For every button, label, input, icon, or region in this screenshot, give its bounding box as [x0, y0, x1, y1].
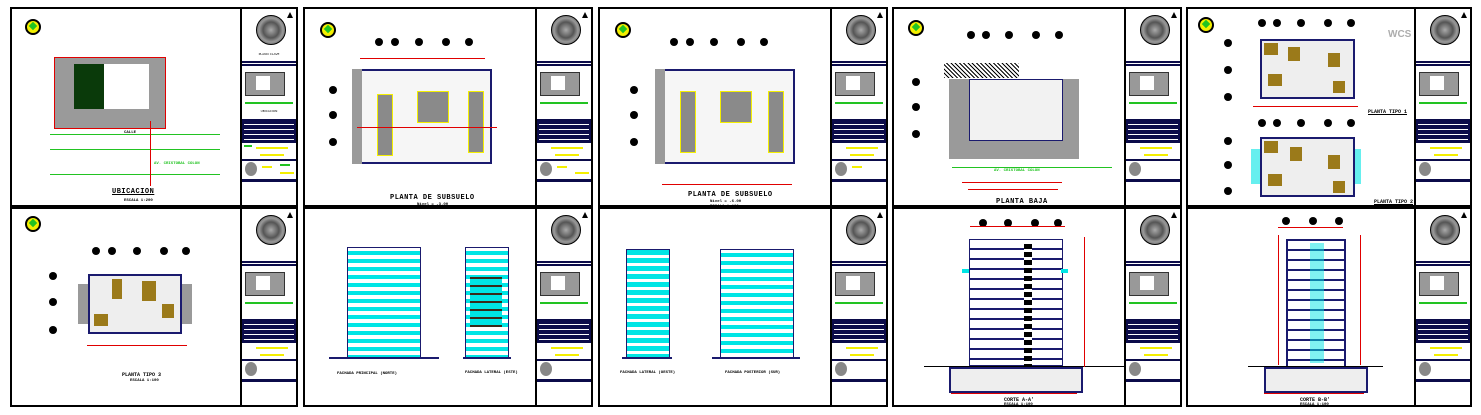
section-subtitle: ESCALA 1:100 [1300, 403, 1329, 407]
axis-bubble [375, 38, 383, 46]
facade-west [626, 249, 670, 359]
sheet-title-2: PLANTA TIPO 2 [1374, 199, 1414, 205]
elevation-title: FACHADA LATERAL (OESTE) [620, 371, 676, 375]
property-line [150, 121, 151, 186]
north-arrow-icon [25, 19, 41, 35]
axis-bubble [329, 86, 337, 94]
north-arrow-icon [25, 216, 41, 232]
firm-logo [242, 159, 296, 182]
sheet-title: PLANTA BAJA [996, 198, 1048, 206]
basement [1264, 367, 1368, 393]
basement [949, 367, 1083, 393]
sheet-fachadas-1[interactable]: FACHADA PRINCIPAL (NORTE) FACHADA LATERA… [303, 207, 593, 407]
lobby-plan [969, 79, 1063, 141]
location-thumbnail [245, 72, 285, 96]
street-label: AV. CRISTOBAL COLON [994, 169, 1040, 173]
axis-bubble [329, 138, 337, 146]
axis-bubble [391, 38, 399, 46]
green-area [74, 64, 104, 109]
section-building [969, 239, 1063, 366]
stair-core [1024, 244, 1032, 389]
street-label: AV. CRISTOBAL COLON [154, 162, 200, 166]
street-line [50, 174, 220, 175]
sheet-fachadas-2[interactable]: FACHADA LATERAL (OESTE) FACHADA POSTERIO… [598, 207, 888, 407]
vegetation-band [944, 63, 1019, 78]
north-icon [287, 12, 293, 18]
sheet-subtitle: Nivel = -6.00 [710, 200, 742, 204]
sheet-title: PLANTA DE SUBSUELO [688, 191, 773, 199]
sheet-planta-subsuelo-1[interactable]: PLANTA DE SUBSUELO Nivel = -3.00 ESCALA … [303, 7, 593, 212]
section-subtitle: ESCALA 1:100 [1004, 403, 1033, 407]
sheet-subtitle: ESCALA 1:100 [130, 379, 159, 383]
facade-south [720, 249, 794, 359]
north-arrow-icon [1198, 17, 1214, 33]
facade-north [347, 247, 421, 359]
street-line [50, 134, 220, 135]
axis-bubble [442, 38, 450, 46]
key-map-icon [551, 15, 581, 45]
key-map-icon [256, 15, 286, 45]
north-arrow-icon [320, 22, 336, 38]
sheet-subtitle: Nivel = -3.00 [417, 203, 449, 207]
sheet-corte-a[interactable]: CORTE A-A' ESCALA 1:100 [892, 207, 1182, 407]
sheet-title: PLANTA TIPO 1 [1368, 109, 1408, 115]
axis-bubble [329, 111, 337, 119]
elevation-title-2: FACHADA POSTERIOR (SUR) [725, 371, 781, 375]
title-block: PLANO CLAVE UBICACION [240, 9, 296, 205]
sheet-planta-baja[interactable]: AV. CRISTOBAL COLON PLANTA BAJA ESCALA 1… [892, 7, 1182, 210]
sheet-corte-b[interactable]: CORTE B-B' ESCALA 1:100 [1186, 207, 1472, 407]
axis-bubble [465, 38, 473, 46]
drawing-area: CALLE AV. CRISTOBAL COLON UBICACION ESCA… [12, 9, 240, 205]
sheet-planta-subsuelo-2[interactable]: PLANTA DE SUBSUELO Nivel = -6.00 ESCALA … [598, 7, 888, 209]
sheet-title: PLANTA TIPO 3 [122, 372, 162, 378]
elevation-title: FACHADA PRINCIPAL (NORTE) [337, 372, 398, 376]
watermark: WCS [1388, 29, 1412, 40]
sheet-planta-tipo-3[interactable]: PLANTA TIPO 3 ESCALA 1:100 [10, 207, 298, 407]
sheet-plantas-tipo[interactable]: PLANTA TIPO 1 PLANTA TIPO 2 WCS [1186, 7, 1472, 207]
sheet-ubicacion[interactable]: CALLE AV. CRISTOBAL COLON UBICACION ESCA… [10, 7, 298, 207]
north-arrow-icon [615, 22, 631, 38]
sheet-title: PLANTA DE SUBSUELO [390, 194, 475, 202]
street-line [50, 149, 220, 150]
street-label: CALLE [124, 131, 137, 135]
sheet-title: UBICACION [112, 188, 155, 196]
sheet-subtitle: ESCALA 1:200 [124, 199, 153, 203]
section-title: CORTE B-B' [1300, 397, 1331, 403]
north-arrow-icon [908, 20, 924, 36]
axis-bubble [415, 38, 423, 46]
elevation-title-2: FACHADA LATERAL (ESTE) [465, 371, 518, 375]
building-footprint [104, 64, 149, 109]
section-title: CORTE A-A' [1004, 397, 1035, 403]
area-table [242, 119, 296, 143]
